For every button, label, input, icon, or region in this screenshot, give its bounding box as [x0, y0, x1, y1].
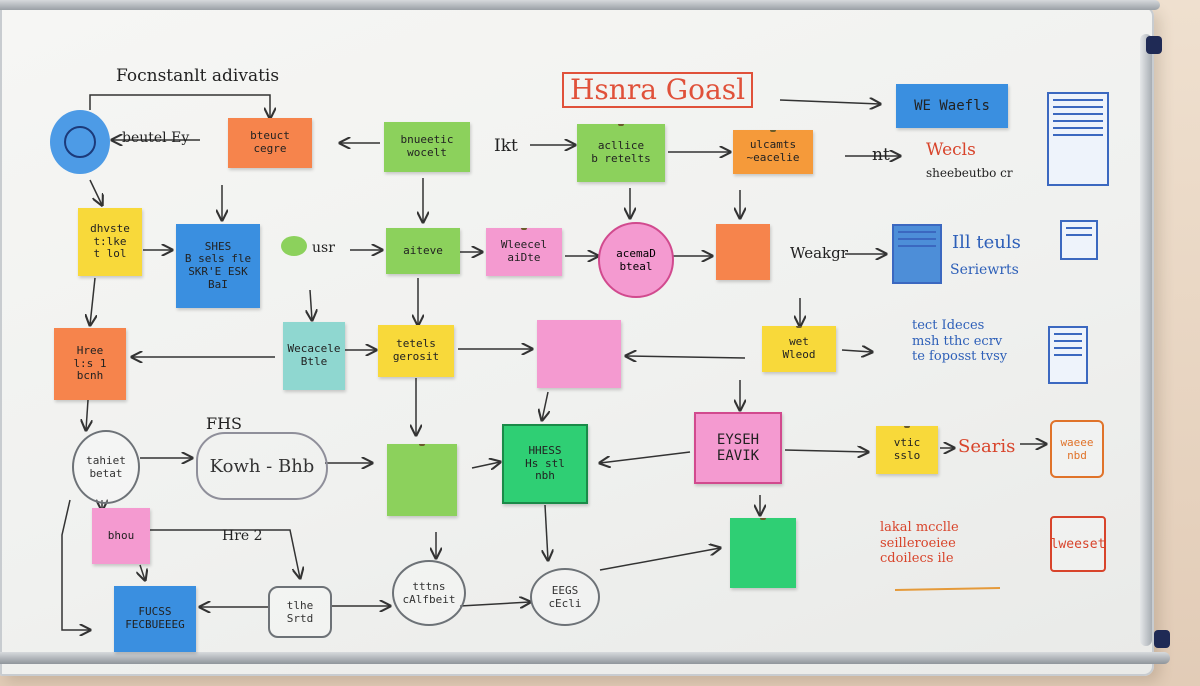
sticky-note-teal: Wecacele Btle	[283, 322, 345, 390]
sketched-oval: tttns cAlfbeit	[392, 560, 466, 626]
sketched-box: lweeset	[1050, 516, 1106, 572]
sketched-oval: EEGS cEcli	[530, 568, 600, 626]
camera-lens-icon	[64, 126, 96, 158]
sticky-note-green: acllice b retelts	[577, 124, 665, 182]
sketched-box: waeee nbd	[1050, 420, 1104, 478]
pushpin	[760, 518, 766, 520]
document-icon	[892, 224, 942, 284]
arrow	[542, 391, 548, 420]
arrow	[459, 602, 530, 606]
sticky-note-green	[730, 518, 796, 588]
sketched-cloud: Kowh - Bhb	[196, 432, 328, 500]
sticky-note-yellow: dhvste t:lke t lol	[78, 208, 142, 276]
arrow	[626, 356, 746, 358]
pushpin	[796, 326, 802, 328]
arrow	[89, 179, 102, 205]
sticky-note-green: HHESS Hs stl nbh	[502, 424, 588, 504]
sticky-note-pink: EYSEH EAVIK	[694, 412, 782, 484]
whiteboard-frame-top	[0, 0, 1160, 10]
handwritten-label: Ikt	[494, 136, 518, 156]
frame-corner-cap	[1154, 630, 1170, 648]
handwritten-label: beutel Ey	[122, 130, 190, 146]
sticky-circle-pink: acemaD bteal	[598, 222, 674, 298]
arrow	[471, 462, 500, 468]
arrow	[86, 399, 88, 430]
pushpin	[521, 228, 527, 230]
handwritten-label: FHS	[206, 414, 243, 433]
handwritten-label: nt	[872, 145, 890, 165]
sticky-note-pink: bhou	[92, 508, 150, 564]
sticky-note-orange	[716, 224, 770, 280]
arrow	[784, 450, 868, 452]
pushpin	[618, 124, 624, 126]
arrow	[545, 504, 548, 560]
sketched-box: tlhe Srtd	[268, 586, 332, 638]
pushpin	[770, 130, 776, 132]
frame-corner-cap	[1146, 36, 1162, 54]
handwritten-label: Searis	[958, 436, 1016, 457]
handwritten-label: sheebeutbo cr	[926, 166, 1013, 180]
handwritten-label: Wecls	[926, 140, 976, 160]
handwritten-label: lakal mcclle seilleroeiee cdoilecs ile	[880, 520, 959, 567]
sticky-note-orange: bteuct cegre	[228, 118, 312, 168]
sticky-note-yellow: tetels gerosit	[378, 325, 454, 377]
pushpin	[904, 426, 910, 428]
sticky-note-pink: Wleecel aiDte	[486, 228, 562, 276]
arrow	[89, 94, 270, 118]
sticky-note-orange: ulcamts ~eacelie	[733, 130, 813, 174]
sticky-note-green: aiteve	[386, 228, 460, 274]
arrow	[90, 277, 95, 325]
board-top-label: Focnstanlt adivatis	[116, 66, 280, 86]
underline-mark	[894, 587, 1001, 591]
pushpin	[419, 444, 425, 446]
sticky-note-yellow: vtic sslo	[876, 426, 938, 474]
handwritten-label: tect Ideces msh tthc ecrv te foposst tvs…	[912, 318, 1008, 365]
arrow	[140, 564, 145, 580]
sticky-note-green: bnueetic wocelt	[384, 122, 470, 172]
handwritten-label: Weakgr	[790, 244, 848, 262]
handwritten-label: Hre 2	[222, 528, 263, 544]
handwritten-label: Seriewrts	[950, 262, 1019, 278]
sticky-note-pink	[537, 320, 621, 388]
sticky-note-blue: SHES B sels fle SKR'E ESK BaI	[176, 224, 260, 308]
board-title: Hsnra Goasl	[562, 72, 754, 108]
arrow	[600, 451, 691, 463]
arrow	[150, 529, 300, 578]
document-icon	[1047, 92, 1109, 186]
document-icon	[1060, 220, 1098, 260]
sticky-note-blue: WE Waefls	[896, 84, 1008, 128]
whiteboard-frame-right	[1140, 34, 1152, 646]
sticky-note-yellow: wet Wleod	[762, 326, 836, 372]
handwritten-label: usr	[312, 240, 335, 256]
arrow	[841, 350, 872, 352]
leaf-icon	[281, 236, 307, 256]
handwritten-label: Ill teuls	[952, 232, 1021, 253]
arrow	[310, 289, 312, 320]
arrow	[61, 499, 90, 630]
arrow	[779, 100, 880, 104]
sketched-oval: tahiet betat	[72, 430, 140, 504]
sticky-note-orange: Hree l:s 1 bcnh	[54, 328, 126, 400]
whiteboard-frame-bottom	[0, 652, 1170, 664]
camera-icon	[50, 110, 110, 174]
arrow	[599, 548, 720, 571]
document-icon	[1048, 326, 1088, 384]
sticky-note-green	[387, 444, 457, 516]
sticky-note-blue: FUCSS FECBUEEEG	[114, 586, 196, 652]
